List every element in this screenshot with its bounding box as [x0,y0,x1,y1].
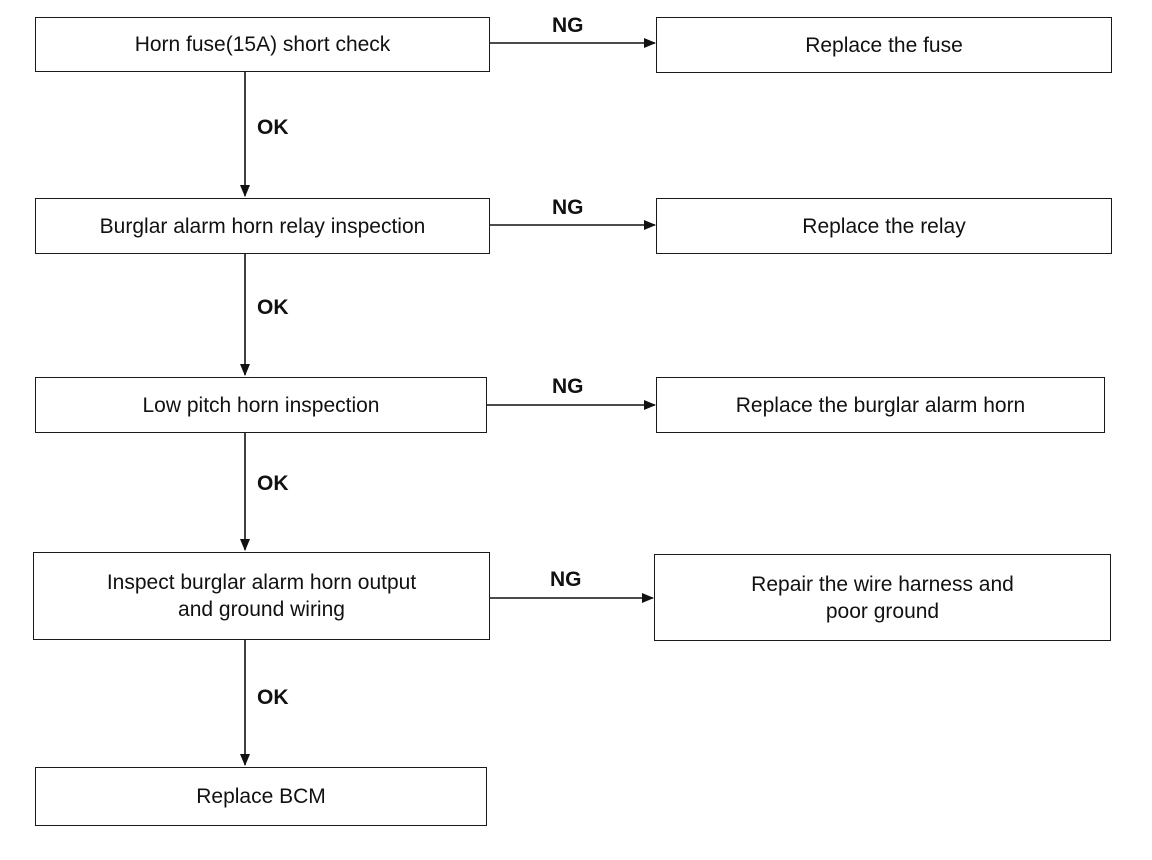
action-2-label: Replace the relay [802,214,966,238]
step-4-box: Inspect burglar alarm horn output and gr… [33,552,490,640]
action-3-box: Replace the burglar alarm horn [656,377,1105,433]
action-2-box: Replace the relay [656,198,1112,254]
ng-label-2: NG [552,196,584,219]
action-4-label-line-2: poor ground [825,599,940,623]
action-1-box: Replace the fuse [656,17,1112,73]
action-4-label-line-1: Repair the wire harness and [751,572,1014,596]
step-2-box: Burglar alarm horn relay inspection [35,198,490,254]
final-step-box: Replace BCM [35,767,487,826]
step-3-label: Low pitch horn inspection [142,393,380,417]
ng-label-1: NG [552,14,584,37]
step-4-label: Inspect burglar alarm horn output and gr… [107,569,416,623]
ok-label-4: OK [257,686,289,709]
step-1-box: Horn fuse(15A) short check [35,17,490,72]
step-4-label-line-2: and ground wiring [178,598,345,621]
action-4-box: Repair the wire harness and poor ground [654,554,1111,641]
step-3-box: Low pitch horn inspection [35,377,487,433]
ok-label-2: OK [257,296,289,319]
ok-label-1: OK [257,116,289,139]
step-2-label: Burglar alarm horn relay inspection [99,214,426,238]
action-3-label: Replace the burglar alarm horn [735,393,1026,417]
step-1-label: Horn fuse(15A) short check [134,33,391,56]
ng-label-4: NG [550,568,582,591]
action-1-label: Replace the fuse [805,33,963,57]
action-4-label: Repair the wire harness and poor ground [751,571,1014,625]
ng-label-3: NG [552,375,584,398]
final-step-label: Replace BCM [196,785,326,808]
step-4-label-line-1: Inspect burglar alarm horn output [106,571,417,594]
ok-label-3: OK [257,472,289,495]
